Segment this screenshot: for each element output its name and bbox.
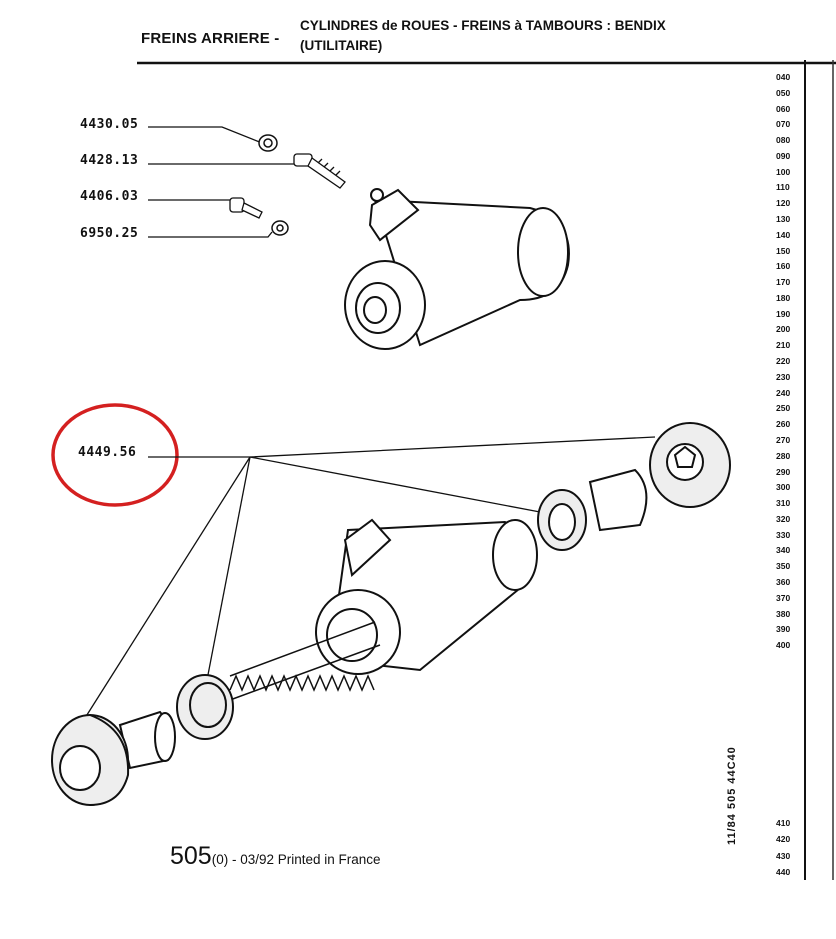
part-ref-4449-56[interactable]: 4449.56 (78, 445, 137, 460)
ruler-line-number: 200 (776, 324, 791, 335)
ruler-line-number: 330 (776, 529, 791, 540)
ruler-line-number: 140 (776, 229, 791, 240)
ruler-line-number: 060 (776, 103, 791, 114)
ruler-line-number: 180 (776, 292, 791, 303)
part-ref-6950-25[interactable]: 6950.25 (80, 226, 139, 241)
ruler-line-number: 230 (776, 371, 791, 382)
bleed-cap-icon (258, 134, 278, 152)
piston-left (118, 710, 176, 770)
ruler-line-number: 420 (776, 834, 791, 845)
ruler-line-number: 360 (776, 576, 791, 587)
piston-right (588, 468, 648, 532)
ruler-line-number: 260 (776, 419, 791, 430)
footer-model: 505 (170, 842, 212, 870)
side-code: 11/84 505 44C40 (726, 746, 738, 845)
part-ref-4430-05[interactable]: 4430.05 (80, 117, 139, 132)
ruler-line-number: 100 (776, 166, 791, 177)
ruler-line-number: 050 (776, 87, 791, 98)
ruler-line-number: 170 (776, 277, 791, 288)
ruler-line-number: 390 (776, 624, 791, 635)
ruler-line-number: 350 (776, 561, 791, 572)
dust-boot-right (649, 422, 731, 508)
wheel-cylinder-assembled (344, 188, 570, 350)
ruler-line-number: 320 (776, 513, 791, 524)
wheel-cylinder-body (315, 518, 538, 675)
ruler-line-number: 120 (776, 198, 791, 209)
washer-icon (271, 220, 289, 236)
ruler-line-number: 240 (776, 387, 791, 398)
ruler-line-number: 080 (776, 135, 791, 146)
spring (229, 621, 381, 701)
section-subtitle: CYLINDRES de ROUES - FREINS à TAMBOURS :… (300, 18, 666, 33)
ruler-line-number: 440 (776, 866, 791, 877)
dust-boot-left (51, 714, 130, 806)
seal-cup-right (537, 489, 587, 551)
highlight-circle (51, 403, 179, 507)
ruler-line-number: 160 (776, 261, 791, 272)
ruler-line-number: 410 (776, 818, 791, 828)
bleed-screw-icon (293, 153, 346, 189)
ruler-line-number: 070 (776, 119, 791, 130)
ruler-line-number: 190 (776, 308, 791, 319)
part-ref-4428-13[interactable]: 4428.13 (80, 153, 139, 168)
ruler-line-number: 430 (776, 850, 791, 861)
ruler-line-number: 150 (776, 245, 791, 256)
ruler-line-number: 090 (776, 150, 791, 161)
ruler-line-number: 110 (776, 182, 790, 193)
footer-print-info: (0) - 03/92 Printed in France (211, 852, 381, 867)
ruler-line-number: 270 (776, 434, 791, 445)
part-ref-4406-03[interactable]: 4406.03 (80, 189, 139, 204)
ruler-line-number: 380 (776, 608, 791, 619)
ruler-line-number: 340 (776, 545, 791, 556)
section-subtitle-2: (UTILITAIRE) (300, 38, 383, 53)
section-title: FREINS ARRIERE - (141, 30, 280, 47)
ruler-line-number: 310 (776, 498, 791, 509)
bolt-icon (229, 197, 263, 219)
seal-cup-left (176, 674, 234, 740)
ruler-line-number: 130 (776, 214, 791, 225)
ruler-line-number: 220 (776, 356, 791, 367)
ruler-line-number: 300 (776, 482, 791, 493)
ruler-line-number: 400 (776, 640, 791, 651)
ruler-line-number: 210 (776, 340, 791, 351)
ruler-line-number: 040 (776, 72, 791, 82)
ruler-line-number: 290 (776, 466, 791, 477)
ruler-line-number: 250 (776, 403, 791, 414)
leader-lines-bottom (84, 436, 656, 719)
ruler-line-number: 370 (776, 592, 791, 603)
ruler-line-number: 280 (776, 450, 791, 461)
footer: 505(0) - 03/92 Printed in France (170, 842, 381, 871)
